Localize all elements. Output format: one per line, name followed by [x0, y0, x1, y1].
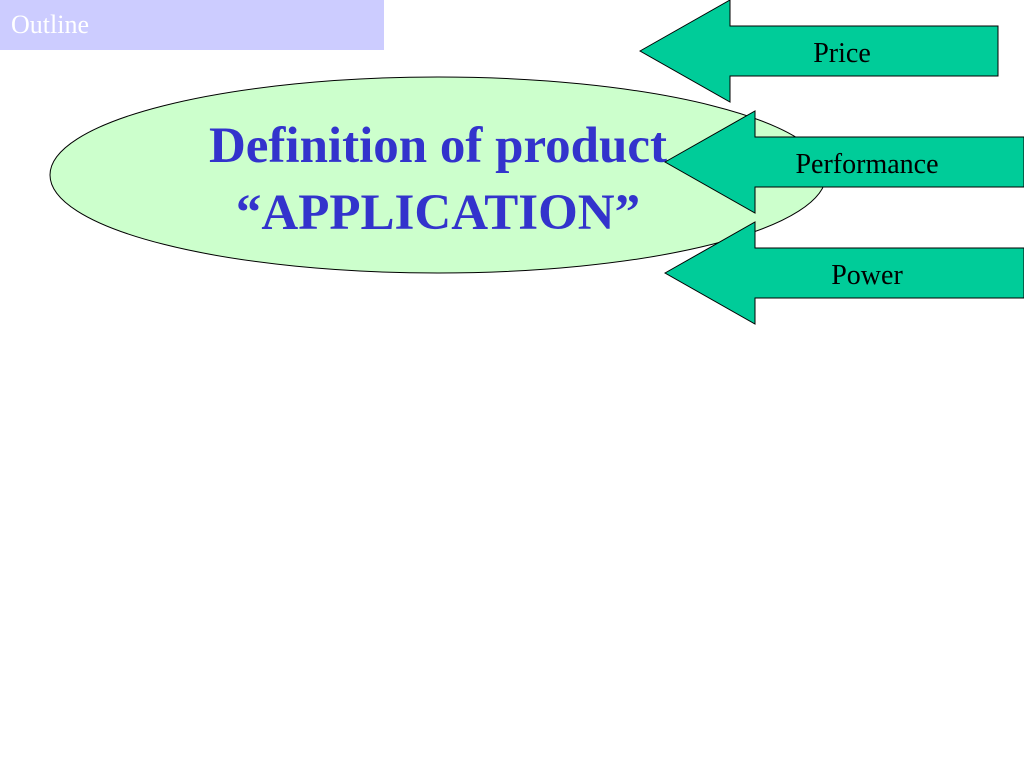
power-arrow-label: Power [831, 260, 903, 291]
performance-arrow-shape [663, 110, 1024, 214]
title-line-1: Definition of product [209, 118, 667, 174]
power-arrow[interactable]: Power [663, 221, 1024, 325]
price-arrow[interactable]: Price [638, 0, 999, 103]
performance-arrow[interactable]: Performance [663, 110, 1024, 214]
price-arrow-shape [638, 0, 999, 103]
power-arrow-shape [663, 221, 1024, 325]
outline-section-tab[interactable]: Outline [0, 0, 384, 50]
price-arrow-label: Price [813, 38, 871, 69]
performance-arrow-label: Performance [795, 149, 938, 180]
title-line-2: “APPLICATION” [236, 185, 640, 241]
